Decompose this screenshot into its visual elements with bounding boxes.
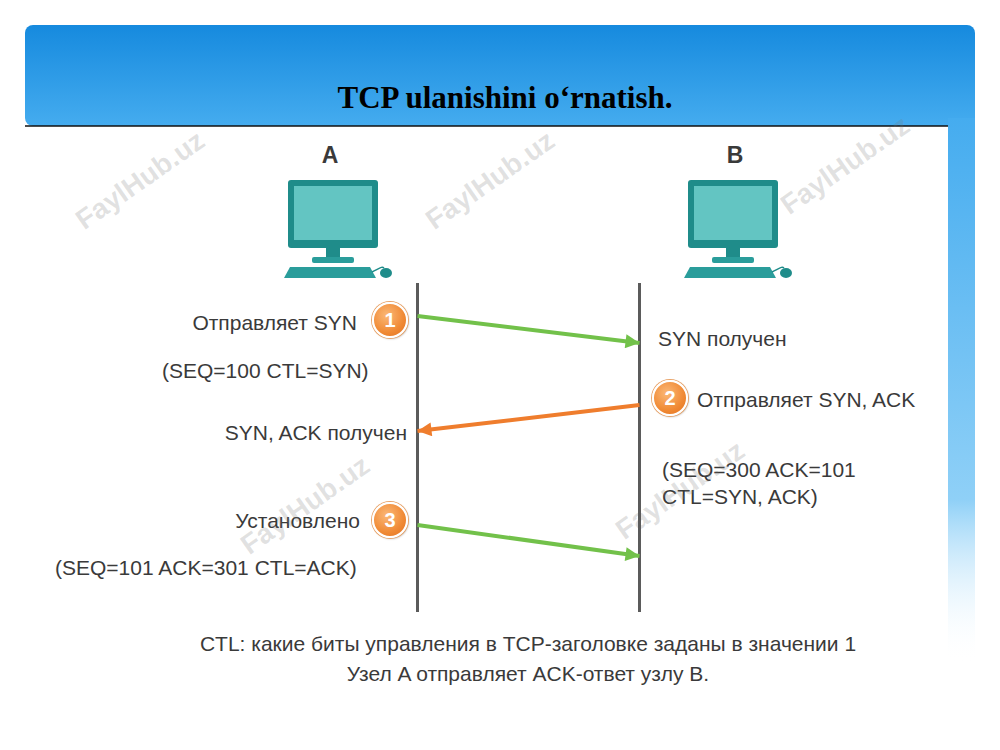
message-text: SYN, ACK получен bbox=[225, 419, 407, 446]
step-badge: 1 bbox=[372, 302, 408, 338]
message-text: SYN получен bbox=[658, 325, 787, 352]
computer-icon bbox=[684, 180, 792, 278]
watermark: FaylHub.uz bbox=[421, 126, 559, 234]
host-name: B bbox=[727, 142, 744, 169]
segment-arrow bbox=[418, 316, 640, 343]
segment-arrow bbox=[418, 525, 640, 556]
footnote: Узел A отправляет ACK-ответ узлу B. bbox=[347, 660, 709, 687]
watermark: FaylHub.uz bbox=[776, 111, 914, 219]
watermark: FaylHub.uz bbox=[236, 451, 374, 559]
host-lifeline: B2 bbox=[638, 283, 788, 612]
watermark: FaylHub.uz bbox=[71, 126, 209, 234]
host-name: A bbox=[322, 142, 339, 169]
segment-arrow bbox=[418, 405, 640, 431]
step-badge: 2 bbox=[652, 380, 688, 416]
side-strip bbox=[948, 118, 975, 663]
step-badge: 3 bbox=[372, 502, 408, 538]
segment-fields: (SEQ=100 CTL=SYN) bbox=[162, 357, 369, 384]
message-text: Отправляет SYN, ACK bbox=[697, 386, 915, 413]
header-rule bbox=[25, 125, 948, 127]
message-text: Отправляет SYN bbox=[192, 309, 357, 336]
host-lifeline: A13 bbox=[270, 283, 419, 612]
step-number: 2 bbox=[664, 387, 675, 410]
segment-fields: (SEQ=101 ACK=301 CTL=ACK) bbox=[55, 554, 357, 581]
slide-title: TCP ulanishini o‘rnatish. bbox=[337, 80, 672, 116]
step-number: 1 bbox=[384, 309, 395, 332]
step-number: 3 bbox=[384, 509, 395, 532]
footnote: CTL: какие биты управления в TCP-заголов… bbox=[200, 630, 856, 657]
header-band bbox=[25, 25, 975, 126]
computer-icon bbox=[284, 180, 392, 278]
